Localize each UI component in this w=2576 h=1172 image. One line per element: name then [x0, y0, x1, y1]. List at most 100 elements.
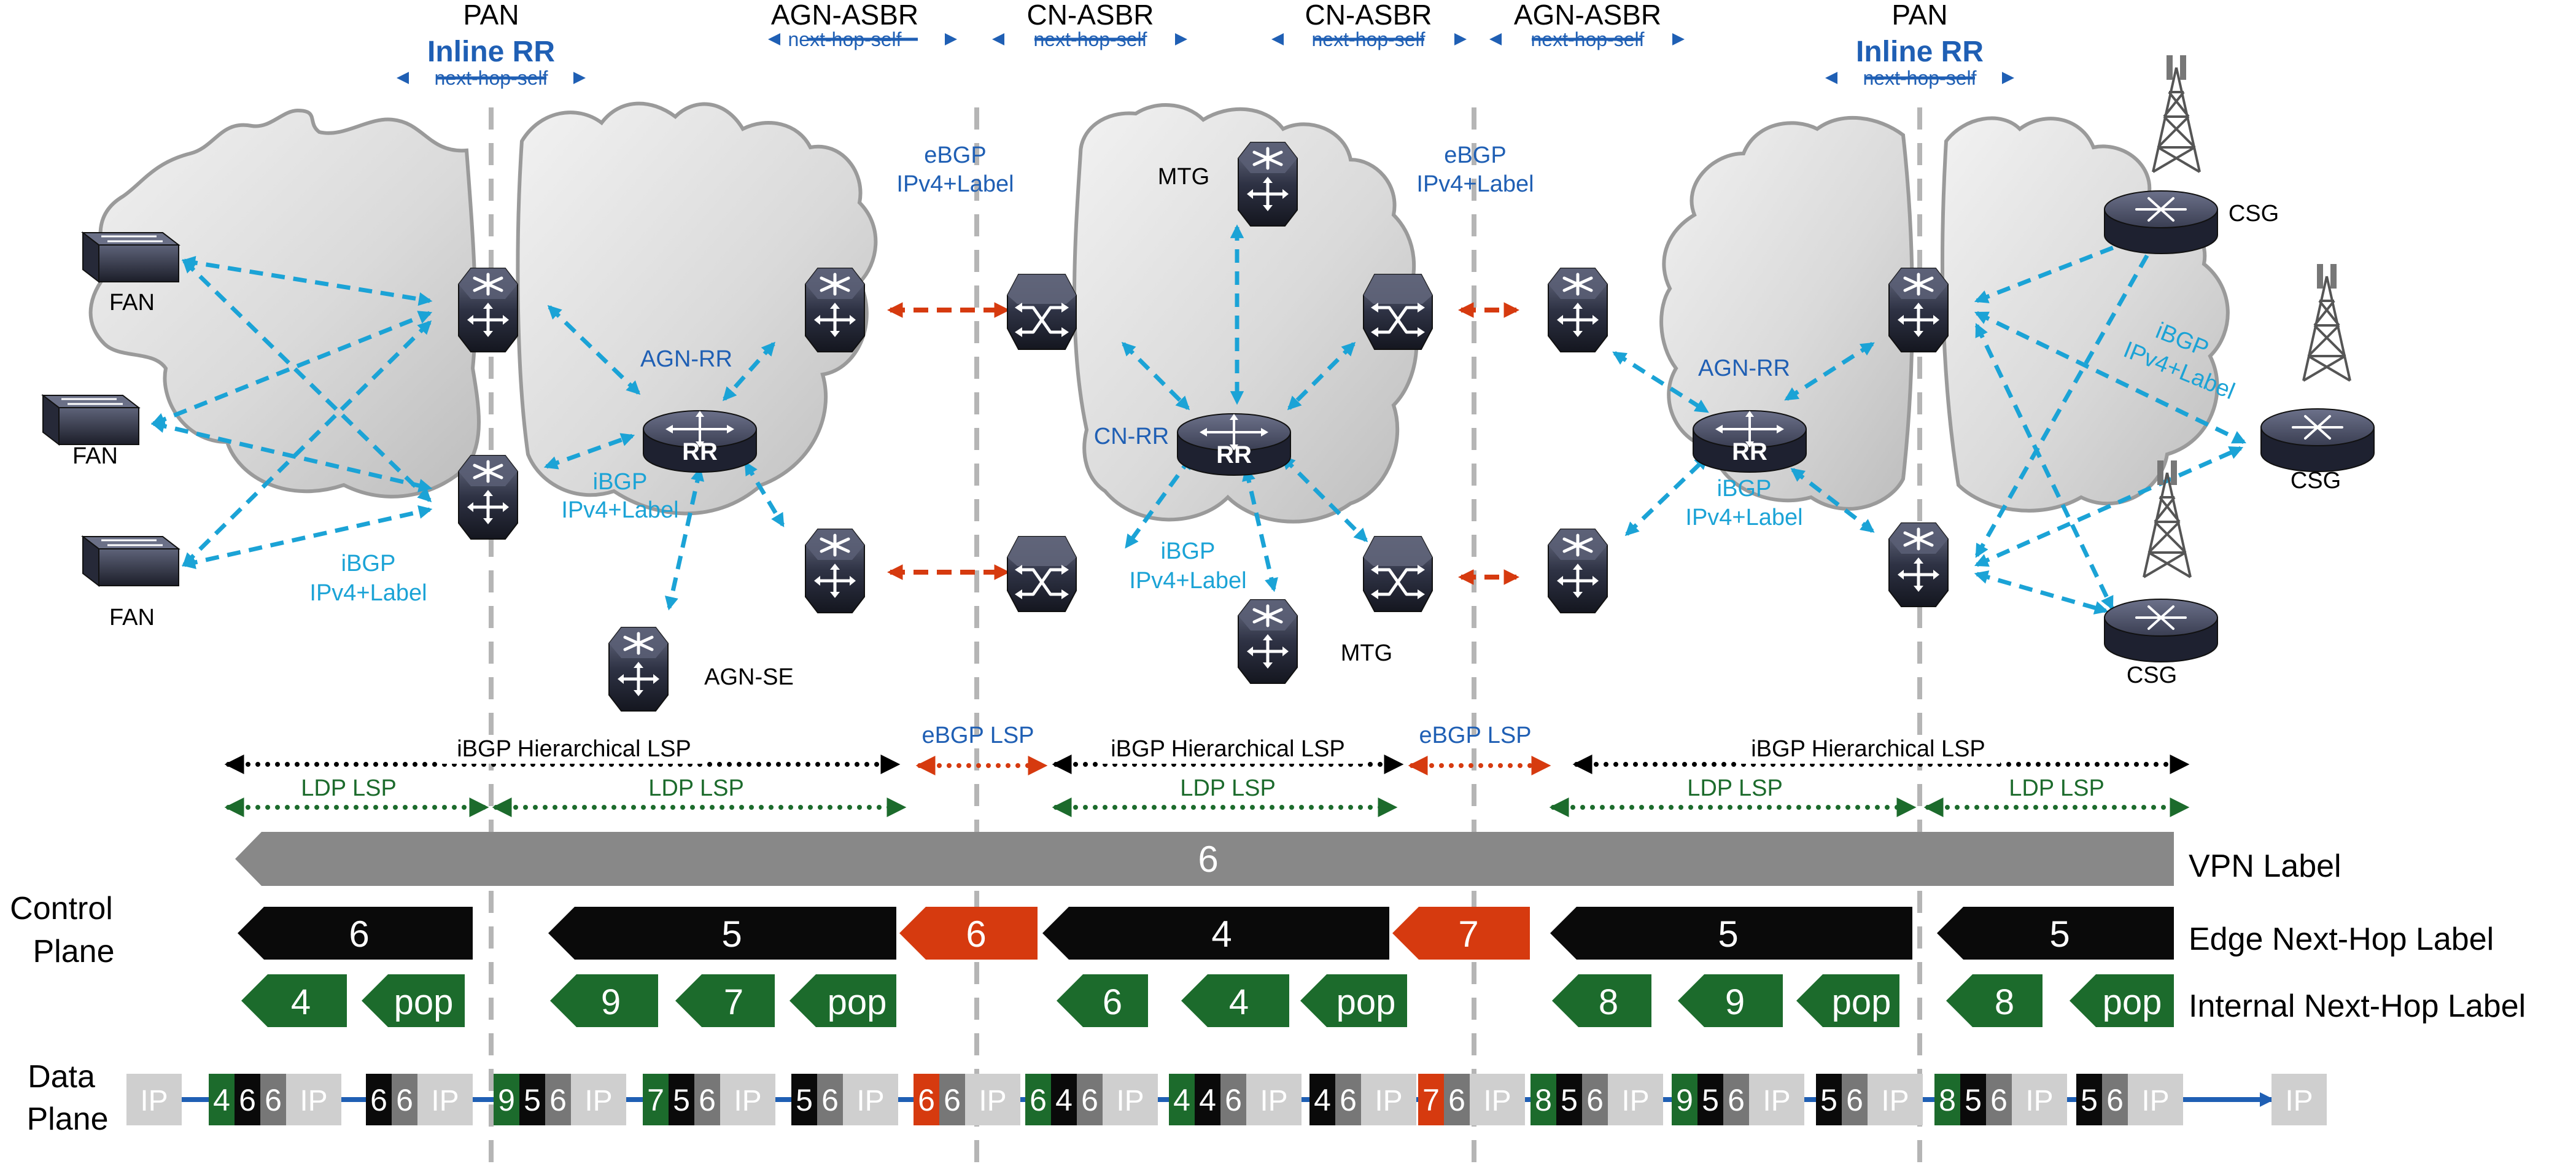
internal-label-13-value: pop	[2103, 982, 2162, 1022]
packet-label-cell	[2076, 1074, 2102, 1125]
edge-label-1	[238, 907, 473, 960]
packet-stack: IP	[2271, 1074, 2327, 1125]
packet-label-cell	[1530, 1074, 1556, 1125]
packet-label-cell	[1960, 1074, 1986, 1125]
edge-next-hop-row: 6 5 6 4 7 5 5 Edge Next-Hop Label	[238, 907, 2494, 960]
packet-ip-payload	[1103, 1074, 1158, 1125]
ibgp-link	[664, 467, 705, 611]
packet-ip-payload	[571, 1074, 626, 1125]
internal-label-4-value: 7	[724, 982, 743, 1022]
internal-label-6	[1057, 974, 1148, 1027]
packet-label-text: 5	[673, 1083, 690, 1117]
mtg-label-bottom: MTG	[1341, 640, 1392, 666]
ibgp-link	[1974, 446, 2244, 567]
internal-label-7-value: 4	[1229, 982, 1249, 1022]
packet-label-cell	[1816, 1074, 1842, 1125]
edge-label-1-value: 6	[349, 914, 369, 955]
header-agn-asbr-right-title: AGN-ASBR	[1514, 0, 1661, 31]
packet-ip-text: IP	[1260, 1085, 1287, 1117]
packet-label-text: 6	[396, 1083, 413, 1117]
edge-label-5-value: 7	[1458, 914, 1478, 955]
packet-label-text: 6	[549, 1083, 567, 1117]
ebgp-sessions	[886, 302, 1520, 585]
packet-label-text: 6	[1030, 1083, 1047, 1117]
ibgp-link	[1790, 468, 1875, 533]
packet-label-text: 8	[1939, 1083, 1956, 1117]
packet-stack: IP	[126, 1074, 182, 1125]
edge-label-2	[548, 907, 896, 960]
cn-asbr-right-bottom-router	[1364, 537, 1432, 611]
vpn-label-value: 6	[1198, 839, 1218, 880]
internal-label-11-value: pop	[1832, 982, 1891, 1022]
packet-label-text: 5	[796, 1083, 813, 1117]
header-labels: PAN Inline RR next-hop-self AGN-ASBR nex…	[397, 0, 2014, 89]
packet-label-cell	[366, 1074, 392, 1125]
ipv4-label-core: IPv4+Label	[1129, 568, 1246, 594]
packet-ip-payload	[1470, 1074, 1525, 1125]
ldp-lsp-label-1: LDP LSP	[301, 775, 397, 801]
header-pan-right-inline-rr: Inline RR	[1856, 36, 1984, 68]
ibgp-link	[1624, 455, 1709, 537]
packet-ip-text: IP	[734, 1085, 761, 1117]
packet-label-cell	[694, 1074, 720, 1125]
internal-label-6-value: 6	[1103, 982, 1122, 1022]
internal-label-3-value: 9	[601, 982, 621, 1022]
packet-label-cell	[791, 1074, 817, 1125]
packet-label-text: 5	[2081, 1083, 2098, 1117]
packet-label-text: 6	[944, 1083, 961, 1117]
packet-ip-payload	[1361, 1074, 1416, 1125]
packet-label-cell	[260, 1074, 286, 1125]
vpn-label-bar	[235, 832, 2174, 886]
ibgp-lsp-label-right: iBGP Hierarchical LSP	[1751, 736, 1985, 762]
control-plane-label-line1: Control	[10, 891, 113, 926]
packet-label-cell	[235, 1074, 260, 1125]
internal-next-hop-title: Internal Next-Hop Label	[2189, 988, 2526, 1024]
agn-asbr-right-bottom-router	[1548, 529, 1607, 613]
packet-label-cell	[1051, 1074, 1077, 1125]
ibgp-label-right-a: iBGP	[1717, 476, 1772, 502]
packet-label-cell	[545, 1074, 571, 1125]
ibgp-link	[743, 461, 785, 527]
ibgp-link	[1974, 570, 2109, 615]
packet-label-cell	[1986, 1074, 2012, 1125]
packet-label-text: 4	[1055, 1083, 1073, 1117]
ibgp-link	[181, 505, 433, 569]
packet-ip-payload	[1246, 1074, 1302, 1125]
cn-asbr-left-bottom-router	[1007, 537, 1076, 611]
packet-label-cell	[1842, 1074, 1868, 1125]
agn-rr-left	[642, 409, 758, 473]
internal-label-5	[789, 974, 896, 1027]
agn-rr-left-label: AGN-RR	[640, 346, 732, 372]
ibgp-link	[1612, 351, 1709, 413]
header-cn-asbr-right-title: CN-ASBR	[1305, 0, 1432, 31]
packet-ip-payload	[2128, 1074, 2183, 1125]
ldp-lsp-label-4: LDP LSP	[1687, 775, 1783, 801]
packet-label-text: 6	[1448, 1083, 1465, 1117]
ibgp-sessions	[150, 224, 2247, 615]
edge-label-6	[1550, 907, 1912, 960]
packet-label-cell	[1556, 1074, 1582, 1125]
ibgp-link	[1287, 341, 1356, 411]
internal-label-11	[1796, 974, 1899, 1027]
packet-label-cell	[669, 1074, 694, 1125]
packet-ip-text: IP	[1375, 1085, 1402, 1117]
packet-ip-text: IP	[1621, 1085, 1649, 1117]
packet-label-text: 5	[1561, 1083, 1578, 1117]
internal-label-12	[1946, 974, 2043, 1027]
edge-label-2-value: 5	[721, 914, 742, 955]
packet-label-text: 8	[1535, 1083, 1552, 1117]
packet-label-cell	[817, 1074, 843, 1125]
packet-label-text: 5	[1702, 1083, 1719, 1117]
agn-rr-right-label: AGN-RR	[1698, 355, 1790, 381]
mtg-top-router	[1238, 142, 1297, 226]
pan-right-top-router	[1889, 268, 1948, 352]
packet-ip-payload	[417, 1074, 473, 1125]
cloud-core	[1073, 103, 1419, 524]
data-plane-label-line2: Plane	[27, 1101, 109, 1137]
packet-label-cell	[1582, 1074, 1608, 1125]
